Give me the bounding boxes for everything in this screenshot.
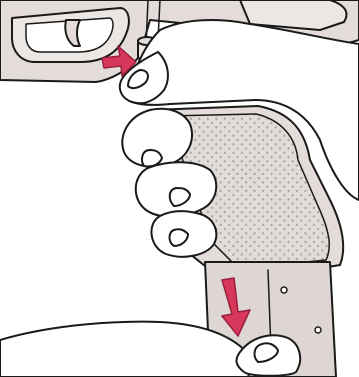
arrow-down-icon <box>221 277 251 337</box>
lower-hand <box>0 320 302 377</box>
thumbnail <box>127 69 149 90</box>
trigger <box>64 19 81 47</box>
frame-rear <box>239 0 348 31</box>
gripping-fingers <box>121 107 218 258</box>
magazine-hole-2 <box>314 326 322 334</box>
pistol-frame <box>0 0 359 83</box>
magazine-hole-1 <box>280 286 288 294</box>
fingernail-2 <box>168 187 191 207</box>
arrow-right-shape <box>101 45 137 77</box>
arrow-down-shape <box>221 277 251 337</box>
lower-thumbnail <box>253 342 279 363</box>
arrow-right-icon <box>101 45 137 77</box>
fingernail-3 <box>168 228 189 247</box>
upper-hand <box>118 19 359 201</box>
